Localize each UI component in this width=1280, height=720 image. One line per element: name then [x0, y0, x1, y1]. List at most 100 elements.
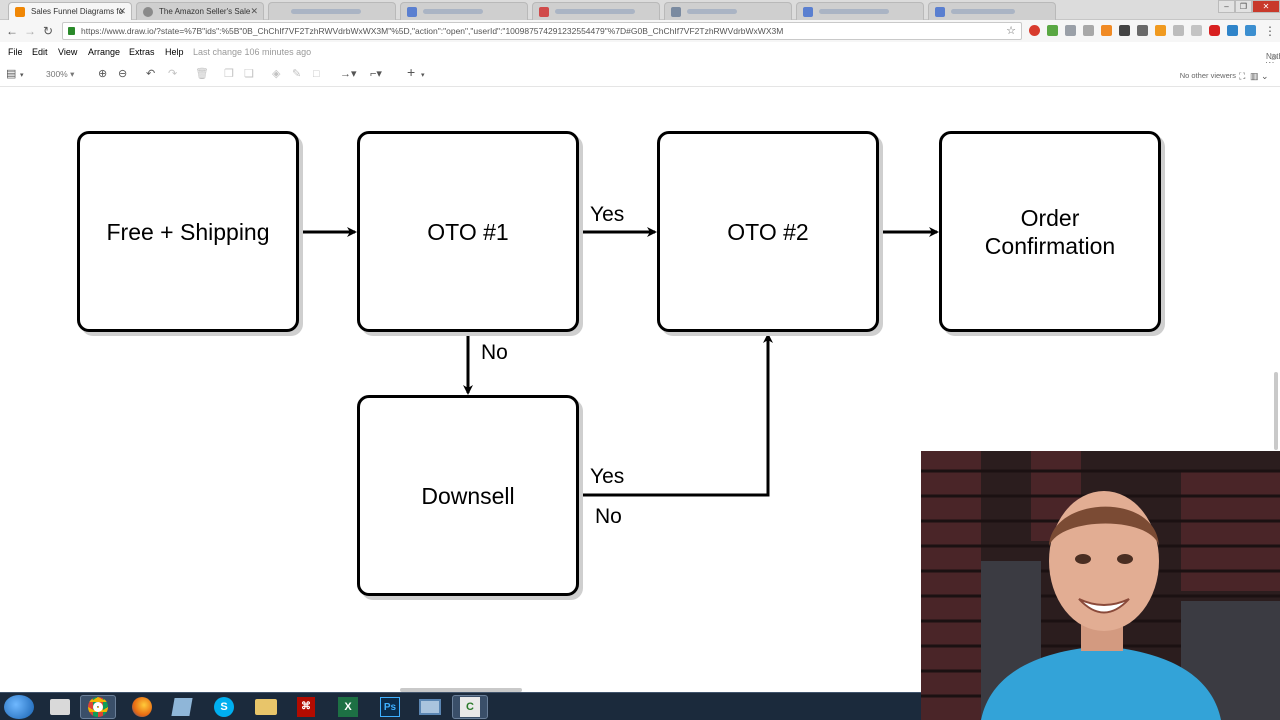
- node-oto2[interactable]: OTO #2: [657, 131, 879, 332]
- chevron-down-icon[interactable]: ▾: [421, 72, 425, 79]
- globe-icon[interactable]: ◎: [1270, 52, 1277, 61]
- notepad-icon[interactable]: [164, 695, 200, 719]
- zoom-in-icon[interactable]: ⊕: [98, 68, 108, 80]
- edge-label-no[interactable]: No: [595, 505, 622, 529]
- extension-icon[interactable]: [1137, 25, 1148, 36]
- extension-icon[interactable]: [1227, 25, 1238, 36]
- address-bar[interactable]: https://www.draw.io/?state=%7B"ids":%5B"…: [62, 22, 1022, 40]
- forward-arrow-icon[interactable]: →: [24, 24, 36, 38]
- extension-icon[interactable]: [1245, 25, 1256, 36]
- back-arrow-icon[interactable]: ←: [6, 24, 18, 38]
- chrome-icon[interactable]: [80, 695, 116, 719]
- opera-extension-icon[interactable]: [1029, 25, 1040, 36]
- node-free-shipping[interactable]: Free + Shipping: [77, 131, 299, 332]
- extension-icon[interactable]: [1065, 25, 1076, 36]
- extension-icon[interactable]: [1173, 25, 1184, 36]
- extension-icon[interactable]: [1101, 25, 1112, 36]
- drawio-toolbar: ▤ ▾ 300% ▾ ⊕ ⊖ ↶ ↷ 🗑 ❐ ❏ ◈ ✎ □ →▾ ⌐▾ + ▾…: [0, 63, 1280, 87]
- lock-icon: [68, 27, 75, 35]
- menu-arrange[interactable]: Arrange: [88, 47, 121, 57]
- edge-label-yes[interactable]: Yes: [590, 203, 625, 227]
- node-downsell[interactable]: Downsell: [357, 395, 579, 596]
- tab-blurred[interactable]: [532, 2, 660, 20]
- extension-icon[interactable]: [1119, 25, 1130, 36]
- format-toggle-icon[interactable]: ▥: [1250, 71, 1259, 81]
- folder-icon[interactable]: [248, 695, 284, 719]
- extension-icon[interactable]: [1083, 25, 1094, 36]
- undo-icon[interactable]: ↶: [146, 68, 156, 80]
- menu-file[interactable]: File: [8, 47, 23, 57]
- window-controls: – ❐ ✕: [1218, 0, 1280, 14]
- extension-icon[interactable]: [1155, 25, 1166, 36]
- extension-icon[interactable]: [1191, 25, 1202, 36]
- node-label: Downsell: [421, 482, 515, 509]
- tab-blurred[interactable]: [268, 2, 396, 20]
- zoom-out-icon[interactable]: ⊖: [118, 68, 128, 80]
- delete-icon[interactable]: 🗑: [195, 68, 209, 80]
- minimize-icon[interactable]: –: [1218, 0, 1235, 13]
- waypoints-icon[interactable]: ⌐▾: [370, 68, 382, 80]
- presenter-video-frame: [921, 451, 1280, 720]
- bookmark-star-icon[interactable]: ☆: [1006, 25, 1016, 37]
- horizontal-scrollbar[interactable]: [400, 688, 522, 692]
- camtasia-icon[interactable]: C: [452, 695, 488, 719]
- maximize-icon[interactable]: ❐: [1235, 0, 1252, 13]
- node-label-line2: Confirmation: [984, 232, 1116, 259]
- browser-toolbar: ← → ↻ https://www.draw.io/?state=%7B"ids…: [0, 20, 1280, 42]
- zoom-level[interactable]: 300% ▾: [46, 69, 75, 79]
- node-label-line1: Order: [1020, 204, 1080, 231]
- connection-style-icon[interactable]: →▾: [340, 68, 357, 80]
- drawio-menubar: File Edit View Arrange Extras Help Last …: [0, 42, 1280, 70]
- to-front-icon[interactable]: ❐: [224, 68, 234, 80]
- to-back-icon[interactable]: ❏: [244, 68, 254, 80]
- collapse-icon[interactable]: ⌄: [1261, 71, 1269, 81]
- tab-label: Sales Funnel Diagrams fo: [31, 7, 124, 16]
- last-change-status[interactable]: Last change 106 minutes ago: [193, 47, 312, 57]
- reload-icon[interactable]: ↻: [42, 24, 54, 38]
- photoshop-icon[interactable]: Ps: [372, 695, 408, 719]
- tab-blurred[interactable]: [796, 2, 924, 20]
- close-window-icon[interactable]: ✕: [1252, 0, 1280, 13]
- youtube-extension-icon[interactable]: [1209, 25, 1220, 36]
- fill-color-icon[interactable]: ◈: [272, 68, 281, 80]
- acrobat-icon[interactable]: ⌘: [288, 695, 324, 719]
- close-tab-icon[interactable]: ✕: [250, 6, 258, 16]
- fullscreen-icon[interactable]: ⛶: [1239, 71, 1246, 81]
- insert-plus-icon[interactable]: +: [407, 64, 416, 80]
- tab-label: The Amazon Seller's Sale: [159, 7, 251, 16]
- redo-icon[interactable]: ↷: [168, 68, 178, 80]
- skype-icon[interactable]: S: [206, 695, 242, 719]
- edge-label-no[interactable]: No: [481, 341, 508, 365]
- menu-extras[interactable]: Extras: [129, 47, 155, 57]
- node-order-confirmation[interactable]: Order Confirmation: [939, 131, 1161, 332]
- chevron-down-icon[interactable]: ▾: [20, 72, 24, 79]
- tab-blurred[interactable]: [928, 2, 1056, 20]
- node-label: OTO #2: [727, 218, 809, 245]
- vertical-scrollbar[interactable]: [1274, 372, 1278, 450]
- tab-sales-funnel-diagrams[interactable]: Sales Funnel Diagrams fo ✕: [8, 2, 132, 20]
- extension-icon[interactable]: [1047, 25, 1058, 36]
- chrome-menu-icon[interactable]: ⋮: [1264, 24, 1276, 38]
- tab-blurred[interactable]: [400, 2, 528, 20]
- remote-desktop-icon[interactable]: [412, 695, 448, 719]
- line-color-icon[interactable]: ✎: [292, 68, 302, 80]
- format-panel-icon[interactable]: ▤: [6, 68, 17, 80]
- firefox-icon[interactable]: [124, 695, 160, 719]
- node-oto1[interactable]: OTO #1: [357, 131, 579, 332]
- node-label: Free + Shipping: [106, 218, 270, 245]
- windows-start-icon[interactable]: [4, 695, 34, 719]
- drawio-favicon-icon: [15, 7, 25, 17]
- collaborators-status: No other viewers: [1179, 71, 1236, 80]
- menu-view[interactable]: View: [58, 47, 78, 57]
- excel-icon[interactable]: X: [330, 695, 366, 719]
- explorer-icon[interactable]: [42, 695, 78, 719]
- menu-edit[interactable]: Edit: [32, 47, 48, 57]
- webcam-video-overlay: [921, 451, 1280, 720]
- tab-blurred[interactable]: [664, 2, 792, 20]
- tab-amazon-seller[interactable]: The Amazon Seller's Sale ✕: [136, 2, 264, 20]
- menu-help[interactable]: Help: [165, 47, 184, 57]
- edge-label-yes[interactable]: Yes: [590, 465, 625, 489]
- shadow-icon[interactable]: □: [313, 68, 320, 80]
- close-tab-icon[interactable]: ✕: [118, 6, 126, 16]
